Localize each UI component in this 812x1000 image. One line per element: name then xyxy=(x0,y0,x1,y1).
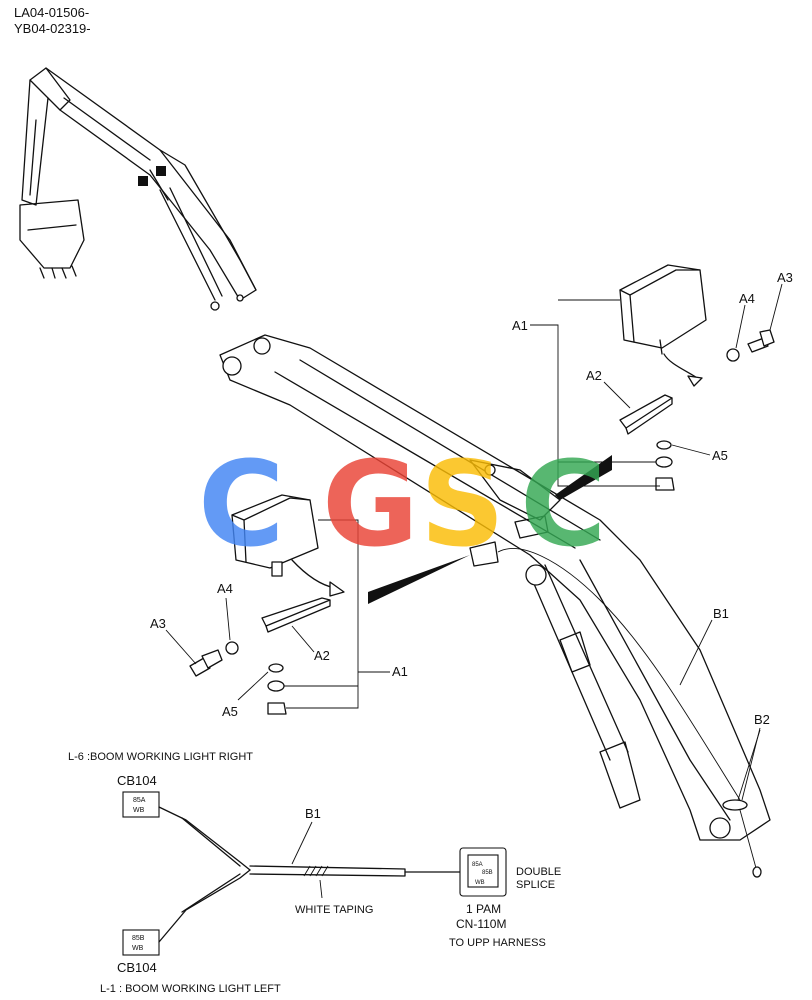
double-splice-line1: DOUBLE xyxy=(516,866,561,878)
connector-bottom xyxy=(122,929,160,956)
pam-label: 1 PAM xyxy=(466,902,501,916)
label-a1-lower: A1 xyxy=(392,664,408,679)
watermark-letter-c1: C xyxy=(198,435,285,573)
splice-pin3: WB xyxy=(475,880,485,886)
connector-bottom-pin2: WB xyxy=(132,945,144,952)
connector-top xyxy=(122,791,160,818)
connector-bottom-pin1: 85B xyxy=(132,935,145,942)
label-a4-upper: A4 xyxy=(739,291,755,306)
serial-range-2: YB04-02319- xyxy=(14,21,91,36)
connector-bottom-name: CB104 xyxy=(117,960,157,975)
label-a3-lower: A3 xyxy=(150,616,166,631)
label-a2-upper: A2 xyxy=(586,368,602,383)
label-a2-lower: A2 xyxy=(314,648,330,663)
connector-top-pin1: 85A xyxy=(133,797,146,804)
excavator-thumbnail xyxy=(19,67,257,311)
watermark: C G S C xyxy=(198,435,607,573)
connector-top-pin2: WB xyxy=(133,807,145,814)
work-light-right xyxy=(619,264,775,491)
left-light-caption: L-1 : BOOM WORKING LIGHT LEFT xyxy=(100,983,281,995)
wiring-schematic: L-6 :BOOM WORKING LIGHT RIGHT CB104 85A … xyxy=(68,751,561,995)
splice-pin1: 85A xyxy=(472,862,483,868)
watermark-letter-s: S xyxy=(420,435,505,573)
label-b2: B2 xyxy=(754,712,770,727)
work-light-left xyxy=(189,494,345,715)
connector-top-name: CB104 xyxy=(117,773,157,788)
watermark-letter-c2: C xyxy=(520,435,607,573)
serial-range-1: LA04-01506- xyxy=(14,5,89,20)
double-splice-inner xyxy=(467,854,499,888)
label-a4-lower: A4 xyxy=(217,581,233,596)
label-a5-upper: A5 xyxy=(712,448,728,463)
cn-label: CN-110M xyxy=(456,917,506,931)
b2-clip xyxy=(722,729,762,878)
to-upp-harness-label: TO UPP HARNESS xyxy=(449,937,546,949)
label-b1: B1 xyxy=(713,606,729,621)
label-a1-upper: A1 xyxy=(512,318,528,333)
watermark-letter-g: G xyxy=(322,435,419,573)
label-a5-lower: A5 xyxy=(222,704,238,719)
part-labels: A1 A2 A4 A3 A5 A3 A4 A2 A1 A5 B1 B2 xyxy=(150,270,793,727)
harness-label-b1: B1 xyxy=(305,806,321,821)
callout-lines xyxy=(165,283,783,801)
white-taping-hatch xyxy=(303,865,329,877)
right-light-caption: L-6 :BOOM WORKING LIGHT RIGHT xyxy=(68,751,253,763)
double-splice-line2: SPLICE xyxy=(516,879,555,891)
white-taping-label: WHITE TAPING xyxy=(295,904,373,916)
boom-assembly xyxy=(219,334,771,841)
splice-pin2: 85B xyxy=(482,870,493,876)
label-a3-upper: A3 xyxy=(777,270,793,285)
